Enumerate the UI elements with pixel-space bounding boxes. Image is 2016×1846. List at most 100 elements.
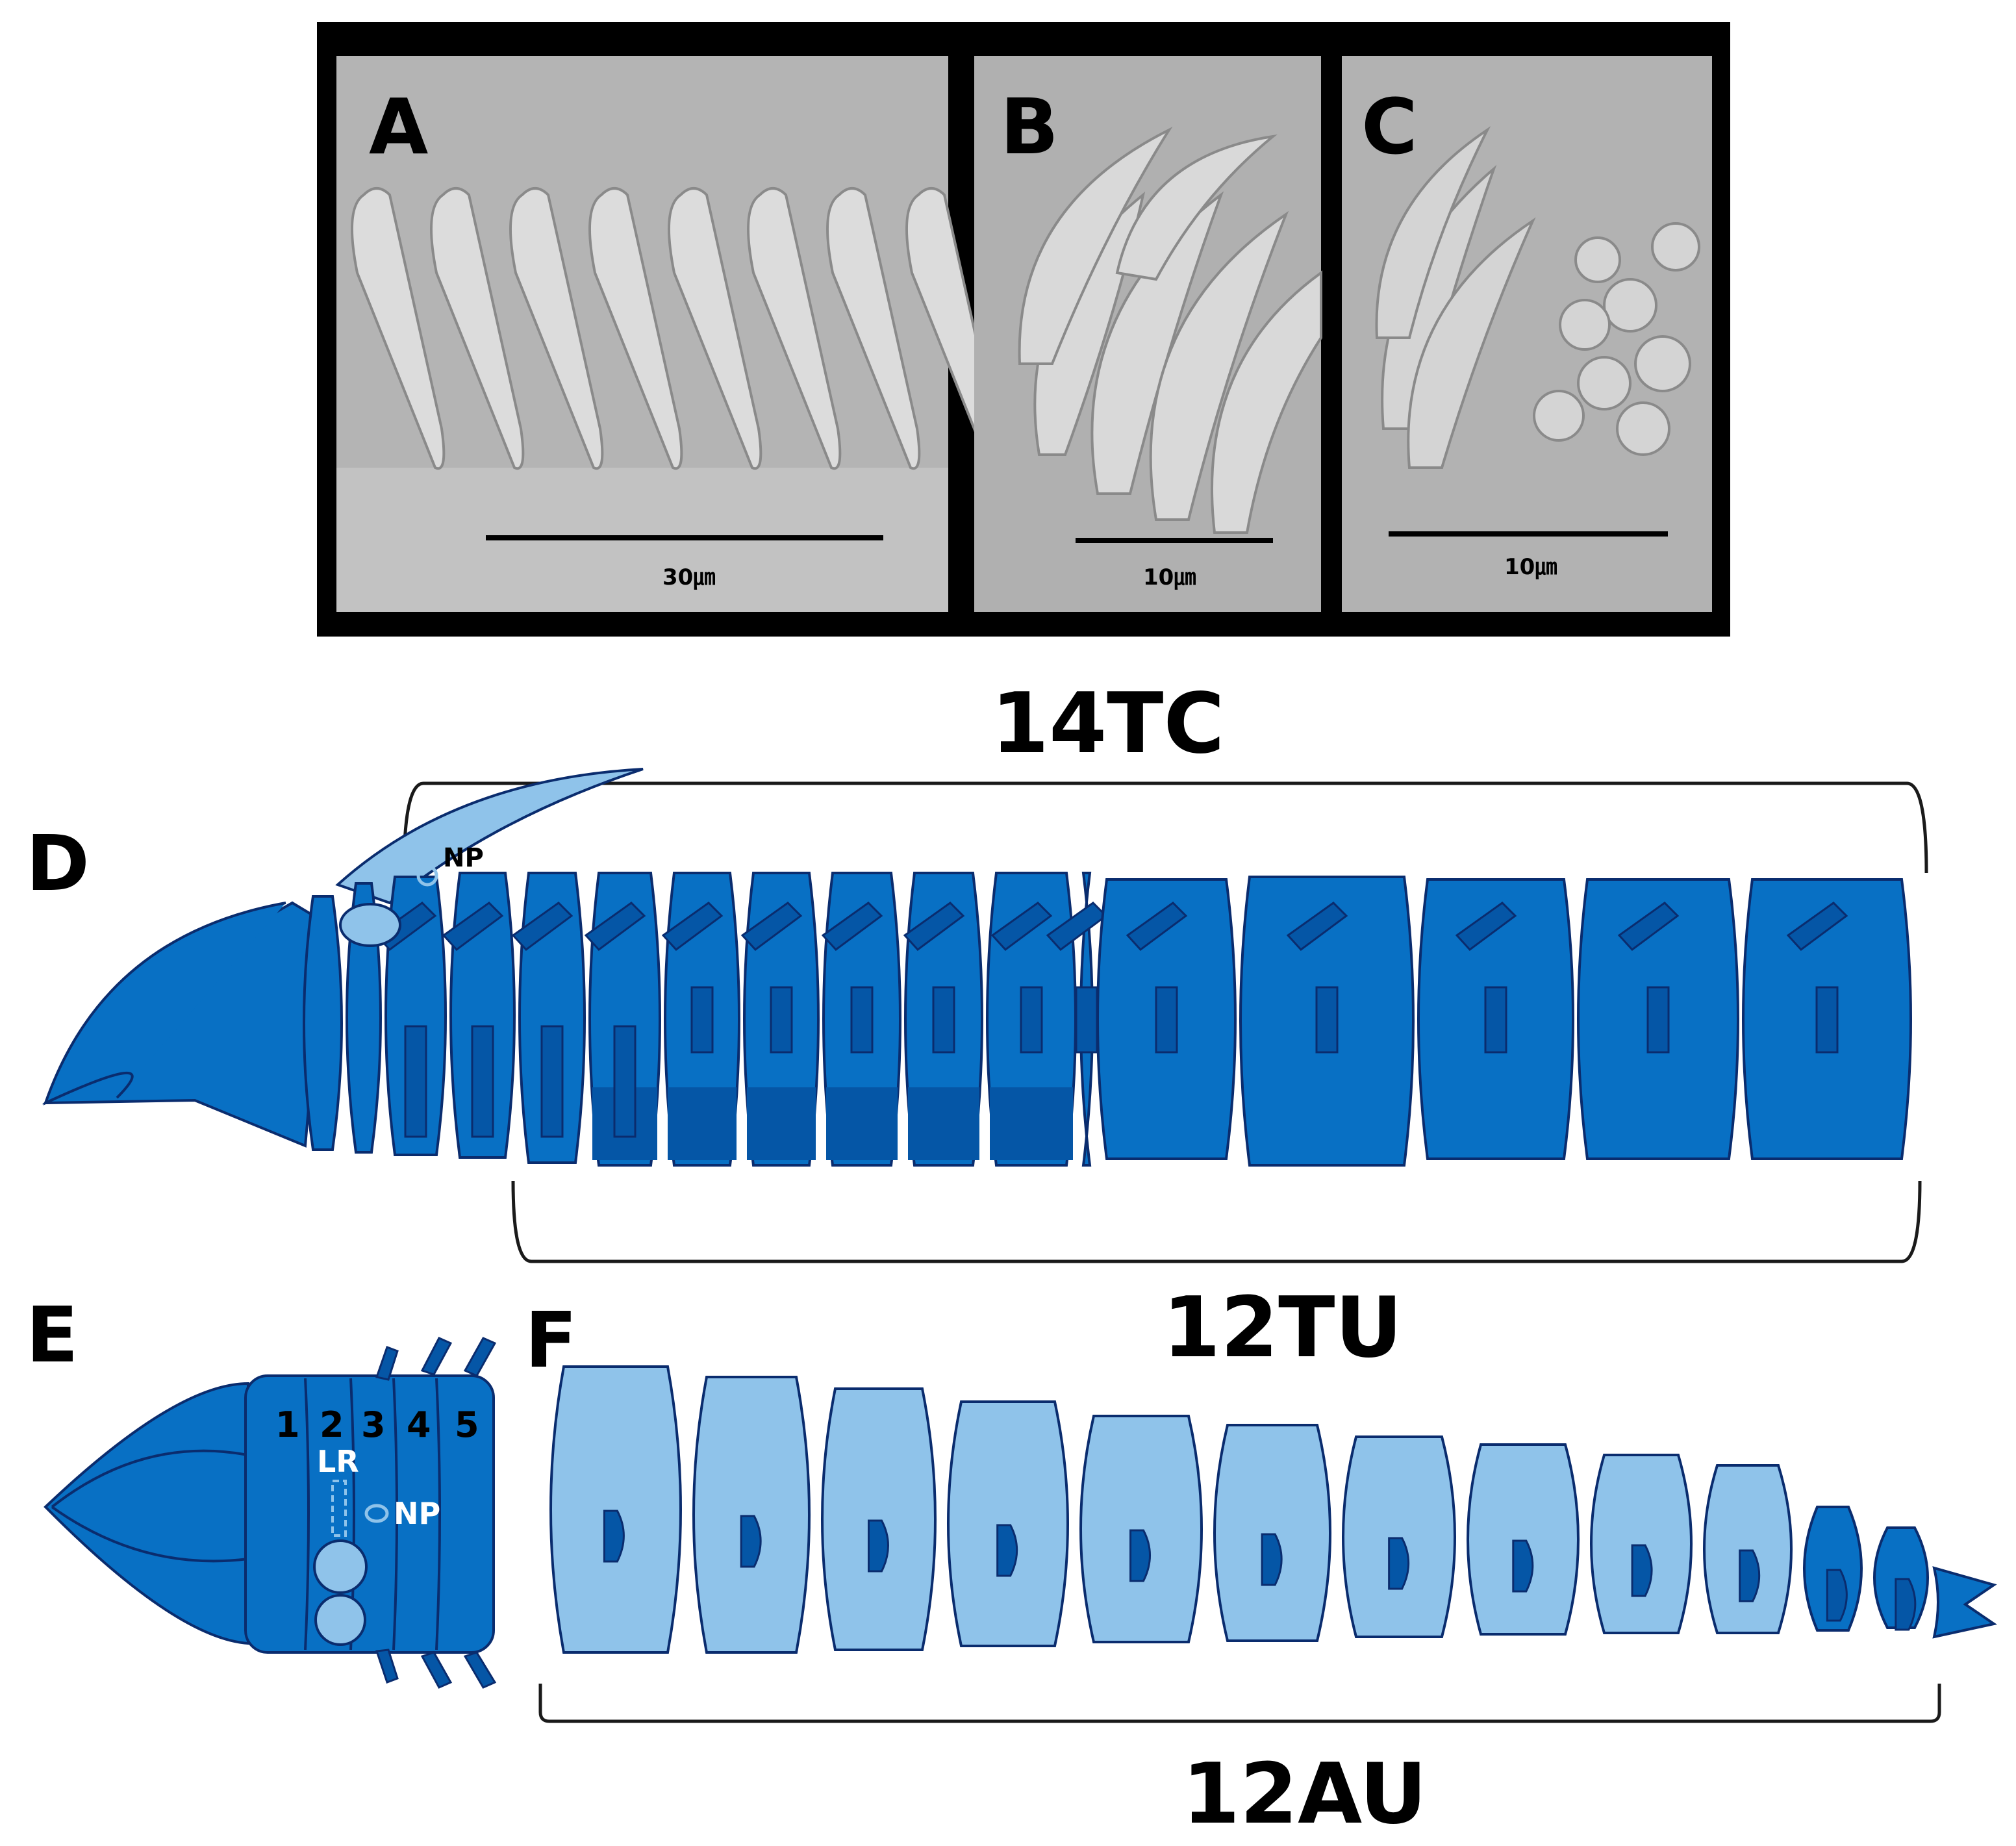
setae-d (740, 902, 803, 952)
ridge-marker-d (1155, 986, 1178, 1054)
panel-letter-e: E (26, 1290, 79, 1380)
nephridiopore-d (416, 865, 438, 887)
setae-d (584, 902, 646, 952)
setae-d (1617, 902, 1680, 952)
parapodium-f (996, 1524, 1018, 1577)
parapodium-f (740, 1515, 762, 1568)
parapodium-f (1388, 1537, 1410, 1590)
comb-tooth (430, 187, 525, 470)
parapodium-f (1631, 1544, 1653, 1597)
lateral-ridge-e (331, 1480, 347, 1537)
comb-tooth (747, 187, 842, 470)
ridge-marker-d (404, 1025, 427, 1138)
parapodium-f (1739, 1549, 1761, 1602)
pygidium-f (1932, 1566, 1997, 1639)
scale-label-c: 10㎛ (1504, 554, 1557, 580)
ridge-marker-d (1075, 986, 1098, 1054)
comb-tooth (351, 187, 446, 470)
sem-panel-c: C 10㎛ (1342, 56, 1712, 612)
panel-letter-a: A (369, 82, 428, 171)
setae-d (1455, 902, 1517, 952)
segment-number-1: 1 (275, 1404, 300, 1445)
scale-label-a: 30㎛ (662, 564, 715, 590)
body-segment-f (1079, 1415, 1203, 1643)
comb-tooth (668, 187, 762, 470)
parapodium-f (1512, 1539, 1534, 1593)
sem-panel-b: B 10㎛ (974, 56, 1322, 612)
comb-tooth (826, 187, 921, 470)
lr-label-e: LR (317, 1444, 359, 1479)
sem-panel-a: A 30㎛ (336, 56, 1000, 612)
body-segment-d (518, 872, 586, 1164)
ridge-marker-d (540, 1025, 564, 1138)
body-segment-f (821, 1387, 937, 1651)
sem-panels: A 30㎛ B 10㎛ (317, 22, 1730, 637)
comb-teeth-a (351, 187, 1000, 470)
ridge-marker-d (471, 1025, 494, 1138)
segment-number-4: 4 (407, 1404, 431, 1445)
body-segment-f (1467, 1443, 1580, 1636)
ventral-shade-d (990, 1087, 1073, 1160)
body-segment-d (449, 872, 516, 1159)
segment-number-5: 5 (455, 1404, 479, 1445)
head-e-line (51, 1449, 249, 1508)
comb-tooth (509, 187, 604, 470)
segments-f (549, 1365, 1997, 1654)
body-segment-f (692, 1376, 811, 1654)
ridge-marker-d (850, 986, 874, 1054)
setae-e (375, 1337, 497, 1689)
eye-d (339, 903, 401, 947)
segment-number-3: 3 (361, 1404, 386, 1445)
ventral-shade-d (668, 1087, 737, 1160)
segments-d (303, 872, 1912, 1167)
ridge-marker-d (1020, 986, 1043, 1054)
setae-d (1286, 902, 1348, 952)
comb-tooth (588, 187, 683, 470)
panel-letter-d: D (26, 818, 90, 908)
body-segment-d (384, 876, 447, 1156)
group-label-12au: 12AU (1182, 1746, 1427, 1843)
body-segment-d (346, 882, 382, 1154)
panel-letter-c: C (1361, 82, 1418, 171)
setae-d (821, 902, 883, 952)
body-segment-f (1590, 1454, 1693, 1634)
body-segment-f (1213, 1424, 1331, 1642)
body-segment-f (1342, 1435, 1456, 1638)
parapodium-f (1895, 1578, 1917, 1631)
body-segment-f (947, 1400, 1069, 1647)
panel-e-diagram: E 1 2 3 4 5 LR NP (26, 1290, 497, 1689)
ventral-shade-d (826, 1087, 898, 1160)
parapodium-f (1261, 1533, 1283, 1586)
setae-d (1786, 902, 1848, 952)
nephridiopore-e (364, 1504, 389, 1523)
parapodium-f (867, 1519, 889, 1573)
bracket-12tu (511, 1180, 1922, 1263)
body-segment-f (1703, 1464, 1793, 1634)
ventral-shade-d (747, 1087, 816, 1160)
head-e-line2 (51, 1506, 249, 1563)
parapodium-f (1129, 1529, 1152, 1582)
setae-d (990, 902, 1053, 952)
panel-f-diagram: F (525, 1295, 1997, 1654)
parapodium-f (603, 1510, 625, 1563)
body-segment-f (549, 1365, 682, 1654)
eye-e-lower (314, 1594, 366, 1646)
scales-c (1375, 126, 1700, 469)
panel-d-diagram: D NP (26, 768, 1912, 1167)
bracket-12au (538, 1684, 1941, 1723)
eye-e-upper (313, 1539, 368, 1594)
setae-d (661, 902, 724, 952)
np-label-d: NP (443, 843, 484, 873)
group-label-12tu: 12TU (1163, 1280, 1402, 1376)
bracket-14tc (402, 781, 1928, 874)
setae-d (903, 902, 965, 952)
setae-d (442, 902, 504, 952)
ridge-marker-d (932, 986, 955, 1054)
ventral-shade-d (908, 1087, 979, 1160)
scales-b (1018, 127, 1322, 534)
group-label-14tc: 14TC (991, 676, 1224, 772)
scale-label-b: 10㎛ (1143, 564, 1196, 590)
panel-letter-b: B (1000, 82, 1059, 171)
ridge-marker-d (1815, 986, 1839, 1054)
